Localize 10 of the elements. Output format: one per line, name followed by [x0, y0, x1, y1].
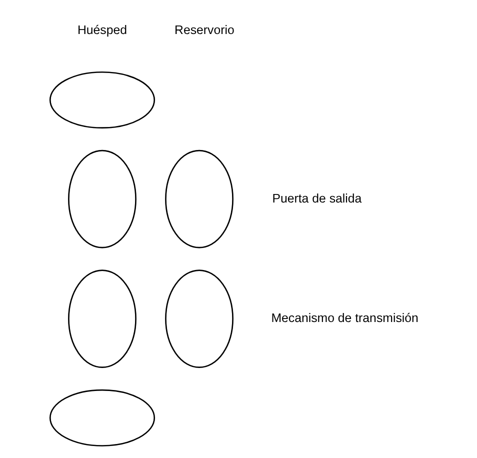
- label: Mecanismo de transmisión: [271, 311, 418, 325]
- node-ellipse: [165, 270, 234, 368]
- node-ellipse: [68, 270, 136, 368]
- node-ellipse: [49, 71, 156, 129]
- label: Huésped: [77, 23, 128, 38]
- label: Reservorio: [174, 23, 234, 38]
- node-ellipse: [49, 389, 156, 446]
- node-ellipse: [68, 150, 136, 248]
- label: Puerta de salida: [272, 191, 362, 206]
- node-ellipse: [165, 150, 234, 248]
